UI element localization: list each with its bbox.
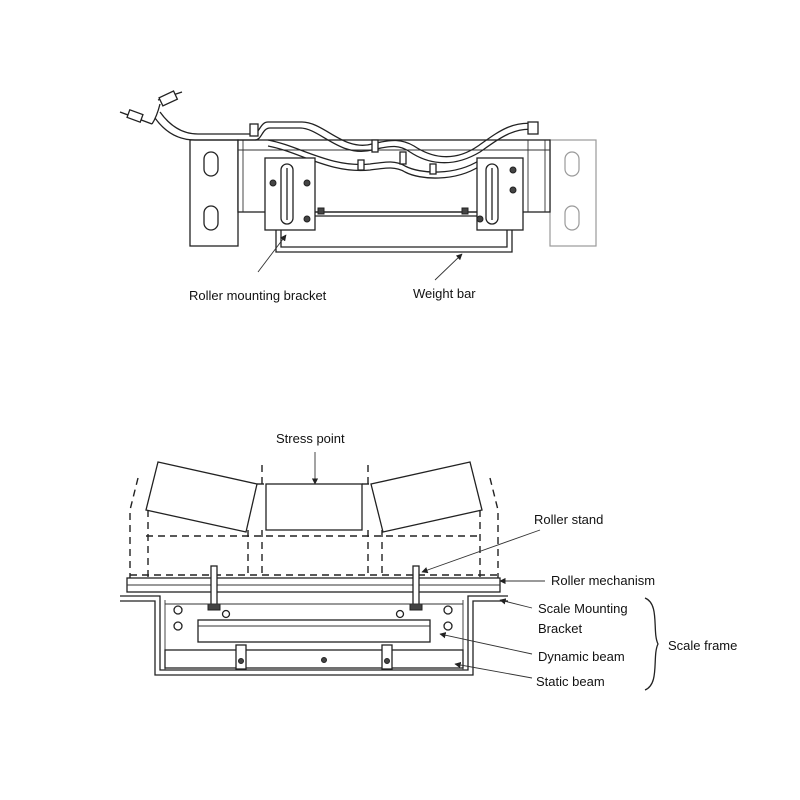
- roller-mechanism-label: Roller mechanism: [551, 573, 655, 588]
- scale-mounting-bracket-label: Scale Mounting: [538, 601, 628, 616]
- idler-rollers: [145, 461, 483, 533]
- stress-point-label: Stress point: [276, 431, 345, 446]
- scale-frame-brace: [644, 597, 659, 691]
- right-mounting-plate: [549, 139, 597, 247]
- right-roller-bracket: [476, 157, 524, 231]
- roller-stand-outline: [129, 462, 499, 578]
- dynamic-beam-label: Dynamic beam: [538, 649, 625, 664]
- roller-stand-leader: [421, 529, 541, 574]
- static-beam-leader: [454, 661, 533, 679]
- roller-bracket-leader: [257, 234, 287, 273]
- scale-mounting-bracket-label-line2: Bracket: [538, 621, 582, 636]
- scale-mounting-bracket-leader: [499, 598, 533, 609]
- static-beam-label: Static beam: [536, 674, 605, 689]
- static-beam: [164, 644, 464, 670]
- cable-connector-icon: [119, 90, 183, 125]
- roller-mounting-bracket-label: Roller mounting bracket: [189, 288, 327, 303]
- weight-bar: [275, 230, 513, 253]
- dynamic-beam: [197, 619, 431, 643]
- bottom-view-drawing: [120, 452, 659, 691]
- scale-frame-label: Scale frame: [668, 638, 737, 653]
- left-mounting-plate: [189, 139, 245, 247]
- weight-bar-leader: [434, 253, 463, 281]
- weight-bar-label: Weight bar: [413, 286, 476, 301]
- scale-frame-body: [120, 595, 508, 676]
- roller-mechanism-plate: [126, 577, 501, 593]
- roller-stand-label: Roller stand: [534, 512, 603, 527]
- dynamic-beam-leader: [439, 632, 533, 655]
- left-roller-bracket: [264, 157, 316, 231]
- top-view-drawing: [119, 90, 597, 281]
